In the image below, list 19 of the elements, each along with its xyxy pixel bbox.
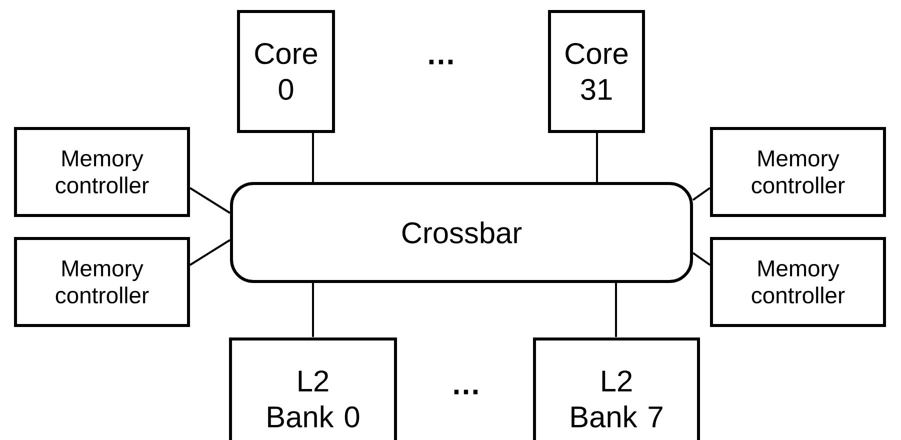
connector-line [189,239,231,266]
connector-line [692,252,711,266]
memory-controller-box: Memory controller [14,236,190,327]
core-box: Core 31 [548,10,645,133]
connector-line [189,187,231,214]
core-box: Core 0 [237,10,335,133]
memory-controller-box: Memory controller [710,126,886,217]
ellipsis-label: … [454,390,478,394]
connector-line [312,282,314,337]
connector-line [596,132,598,182]
crossbar-box: Crossbar [230,182,693,283]
memory-controller-box: Memory controller [14,126,190,217]
memory-controller-box: Memory controller [710,236,886,327]
connector-line [692,187,711,201]
connector-line [312,132,314,182]
cache-bank-box: L2 Bank 7 [533,337,700,440]
ellipsis-label: … [429,60,453,64]
cache-bank-box: L2 Bank 0 [229,337,397,440]
connector-line [615,282,617,337]
